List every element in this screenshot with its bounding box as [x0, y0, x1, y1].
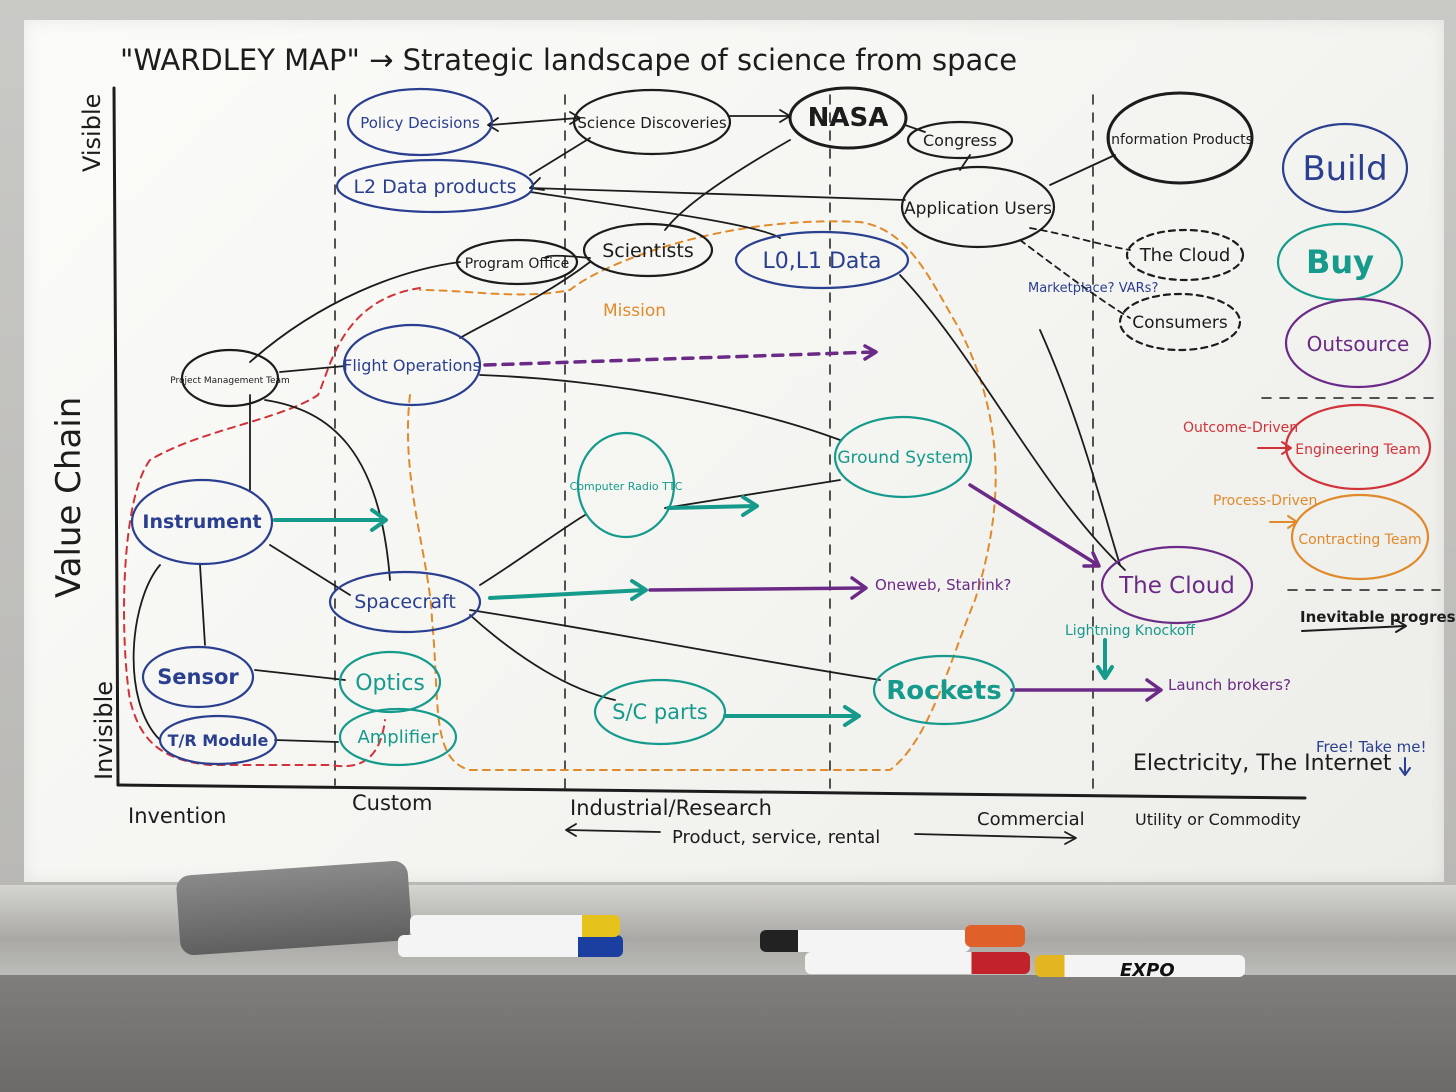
legend-outcome-driven: Outcome-Driven [1183, 420, 1298, 436]
legend-engineering-label: Engineering Team [1295, 442, 1420, 458]
label-nasa: NASA [808, 103, 889, 133]
marker-red [805, 952, 1030, 974]
node-tr-module[interactable] [158, 714, 278, 766]
marker-blue [398, 935, 623, 957]
label-sc-parts: S/C parts [612, 700, 708, 724]
node-consumers[interactable] [1118, 292, 1242, 352]
map-title: "WARDLEY MAP" → Strategic landscape of s… [120, 43, 1017, 77]
marker-yellow [410, 915, 620, 937]
label-ground-system: Ground System [837, 448, 968, 468]
note-free: Free! Take me! [1316, 738, 1427, 756]
note-electricity: Electricity, The Internet [1133, 751, 1392, 776]
legend-contracting-team [1290, 493, 1430, 581]
node-sensor[interactable] [141, 645, 255, 709]
node-science-discoveries[interactable] [572, 88, 732, 156]
node-project-management-team[interactable] [180, 348, 280, 408]
legend-build-label: Build [1302, 149, 1387, 189]
x-axis-line [116, 783, 1307, 800]
node-cloud-dashed[interactable] [1125, 228, 1245, 282]
node-amplifier[interactable] [338, 707, 458, 767]
expo-brand: EXPO [1120, 960, 1175, 981]
node-nasa[interactable] [788, 86, 908, 150]
node-ground-system[interactable] [833, 415, 973, 499]
node-instrument[interactable] [130, 478, 274, 566]
label-application-users: Application Users [904, 199, 1052, 219]
node-computer-radio-ttc[interactable] [576, 431, 676, 539]
label-congress: Congress [923, 131, 997, 150]
label-information-products: Information Products [1107, 132, 1253, 148]
legend-buy-label: Buy [1306, 243, 1374, 281]
legend-process-driven: Process-Driven [1213, 493, 1317, 509]
legend-outsource-label: Outsource [1307, 332, 1410, 356]
stage-industrial: Industrial/Research [570, 796, 772, 820]
note-launch: Launch brokers? [1168, 676, 1291, 694]
label-flight-operations: Flight Operations [343, 356, 481, 375]
legend-outsource [1284, 297, 1432, 389]
node-spacecraft[interactable] [328, 570, 482, 634]
legend-build [1281, 122, 1409, 214]
node-optics[interactable] [338, 650, 442, 714]
legend-contracting-label: Contracting Team [1298, 532, 1421, 548]
label-instrument: Instrument [142, 511, 261, 533]
whiteboard [24, 20, 1444, 882]
node-the-cloud[interactable] [1100, 545, 1254, 625]
wardley-map: "WARDLEY MAP" → Strategic landscape of s… [49, 43, 1456, 848]
label-sensor: Sensor [157, 665, 239, 689]
x-span-note: Product, service, rental [672, 827, 880, 848]
label-spacecraft: Spacecraft [354, 591, 456, 613]
note-mission: Mission [603, 301, 666, 321]
note-lightning: Lightning Knockoff [1065, 623, 1195, 639]
label-consumers: Consumers [1132, 313, 1228, 333]
y-axis-line [112, 86, 120, 787]
label-tr-module: T/R Module [168, 731, 269, 750]
label-rockets: Rockets [886, 676, 1001, 706]
label-program-office: Program Office [465, 256, 569, 272]
stage-separators [334, 94, 1441, 796]
note-marketplace: Marketplace? VARs? [1028, 281, 1158, 296]
node-flight-operations[interactable] [342, 323, 482, 407]
stage-invention: Invention [128, 804, 226, 828]
label-amplifier: Amplifier [357, 727, 439, 748]
stage-utility: Utility or Commodity [1135, 810, 1301, 829]
label-policy-decisions: Policy Decisions [360, 114, 480, 132]
engineering-boundary [123, 287, 421, 768]
label-the-cloud: The Cloud [1118, 573, 1235, 599]
label-optics: Optics [355, 671, 425, 696]
node-congress[interactable] [906, 120, 1014, 160]
node-policy-decisions[interactable] [346, 87, 494, 157]
note-oneweb: Oneweb, Starlink? [875, 576, 1011, 594]
marker-expo [1035, 955, 1245, 977]
marker-black [760, 930, 970, 952]
node-information-products[interactable] [1106, 91, 1254, 185]
label-project-management-team: Project Management Team [170, 376, 290, 386]
marker-orange [965, 925, 1025, 947]
label-cloud-dashed: The Cloud [1139, 245, 1231, 266]
node-l2-data[interactable] [335, 158, 535, 214]
label-l0l1-data: L0,L1 Data [762, 249, 881, 274]
y-axis-top: Visible [78, 94, 106, 172]
label-computer-radio-ttc: Computer Radio TTC [570, 480, 683, 493]
node-l0l1-data[interactable] [734, 230, 910, 290]
node-rockets[interactable] [872, 654, 1016, 726]
dependency-lines [132, 115, 1131, 743]
node-application-users[interactable] [900, 165, 1056, 249]
y-axis-bottom: Invisible [90, 681, 118, 780]
y-axis-label: Value Chain [49, 397, 89, 598]
legend-inevitable-progress: Inevitable progress? [1300, 608, 1456, 626]
buy-arrows [273, 495, 1114, 727]
node-scientists[interactable] [582, 222, 714, 278]
stage-commercial: Commercial [977, 809, 1085, 830]
node-sc-parts[interactable] [593, 678, 727, 746]
node-program-office[interactable] [455, 238, 579, 286]
cubicle-wall [0, 975, 1456, 1092]
outsource-arrows [483, 344, 1163, 702]
label-scientists: Scientists [602, 240, 694, 262]
label-science-discoveries: Science Discoveries [577, 114, 727, 132]
label-l2-data: L2 Data products [353, 176, 516, 198]
stage-custom: Custom [352, 791, 432, 815]
